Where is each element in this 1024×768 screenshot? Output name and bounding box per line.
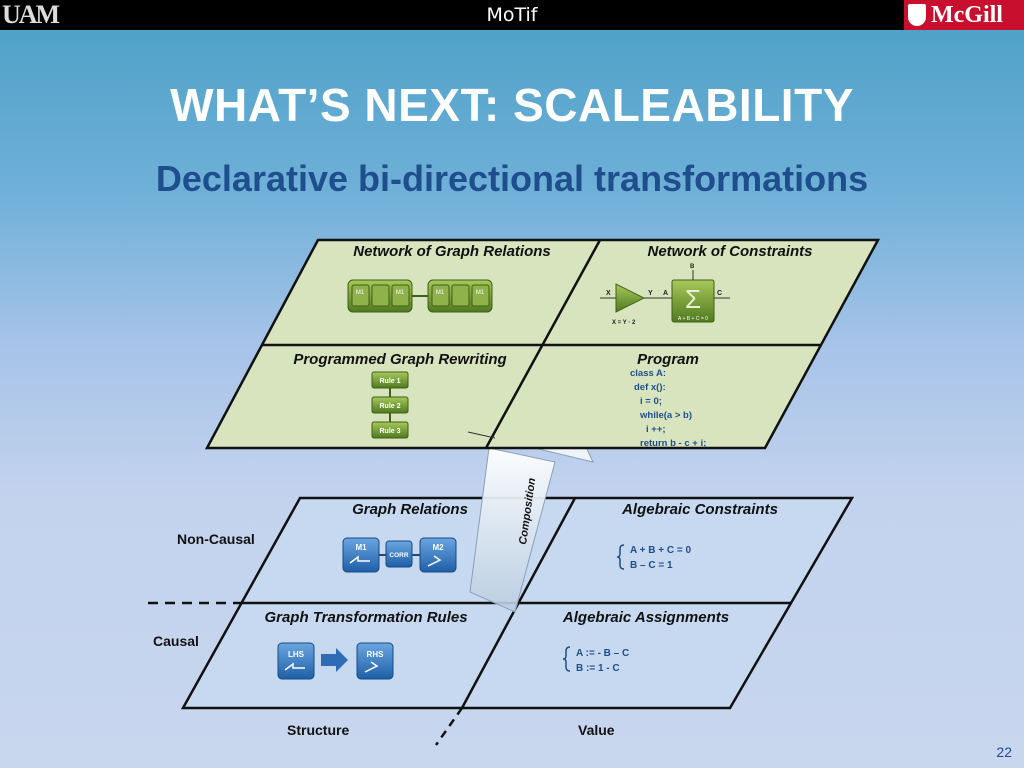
lhs-label: LHS bbox=[288, 650, 305, 659]
bottom-q1-title: Graph Relations bbox=[352, 501, 468, 518]
graph-box-label-2: M1 bbox=[396, 290, 405, 296]
m2-label: M2 bbox=[432, 543, 444, 552]
constraint-a-label: A bbox=[663, 290, 668, 297]
assignment-2: B := 1 - C bbox=[576, 663, 620, 674]
program-line-5: i ++; bbox=[646, 424, 666, 435]
rhs-label: RHS bbox=[367, 650, 385, 659]
rule-2-label: Rule 2 bbox=[379, 403, 400, 410]
rule-1-label: Rule 1 bbox=[379, 378, 400, 385]
shield-icon bbox=[908, 4, 926, 26]
bottom-q3-title: Graph Transformation Rules bbox=[264, 609, 467, 626]
top-q3-title: Programmed Graph Rewriting bbox=[293, 351, 506, 368]
sigma-icon: Σ bbox=[685, 284, 701, 314]
graph-box-label-4: M1 bbox=[476, 290, 485, 296]
lhs-box bbox=[277, 642, 315, 680]
mcgill-logo-text: McGill bbox=[931, 1, 1003, 28]
header-title: MoTif bbox=[486, 4, 538, 26]
graph-box-label-3: M1 bbox=[436, 290, 445, 296]
right-arrow-icon bbox=[321, 648, 348, 672]
rule-3-label: Rule 3 bbox=[379, 428, 400, 435]
corr-label: CORR bbox=[389, 552, 408, 559]
value-label: Value bbox=[578, 722, 615, 738]
graph-box-label-1: M1 bbox=[356, 290, 365, 296]
bottom-q4-title: Algebraic Assignments bbox=[562, 609, 729, 626]
constraint-b-label: B bbox=[690, 264, 695, 270]
program-line-4: while(a > b) bbox=[639, 410, 692, 421]
assignment-1: A := - B – C bbox=[576, 648, 629, 659]
top-q2-title: Network of Constraints bbox=[647, 243, 812, 260]
program-line-6: return b - c + i; bbox=[640, 438, 706, 449]
constraint-c-label: C bbox=[717, 290, 722, 297]
non-causal-label: Non-Causal bbox=[177, 531, 255, 547]
constraint-y-label: Y bbox=[648, 290, 653, 297]
top-q1-title: Network of Graph Relations bbox=[353, 243, 551, 260]
top-bar: UAM MoTif McGill bbox=[0, 0, 1024, 30]
constraint-2: B – C = 1 bbox=[630, 560, 673, 571]
constraint-x-label: X bbox=[606, 290, 611, 297]
rhs-box bbox=[356, 642, 394, 680]
constraint-eq1-label: X = Y · 2 bbox=[612, 320, 636, 326]
m2-box bbox=[419, 537, 457, 573]
constraint-1: A + B + C = 0 bbox=[630, 545, 691, 556]
slide-title: WHAT’S NEXT: SCALEABILITY bbox=[170, 79, 854, 131]
causal-label: Causal bbox=[153, 633, 199, 649]
constraint-eq2-label: A + B + C = 0 bbox=[678, 316, 708, 322]
structure-label: Structure bbox=[287, 722, 350, 738]
program-line-1: class A: bbox=[630, 368, 666, 379]
top-q4-title: Program bbox=[637, 351, 699, 368]
program-line-2: def x(): bbox=[634, 382, 666, 393]
top-plane: Network of Graph Relations Network of Co… bbox=[204, 238, 881, 450]
slide-subtitle: Declarative bi-directional transformatio… bbox=[155, 158, 869, 199]
mcgill-logo: McGill bbox=[904, 0, 1024, 30]
bottom-q2-title: Algebraic Constraints bbox=[621, 501, 778, 518]
page-number: 22 bbox=[996, 744, 1012, 760]
rule-3-box bbox=[371, 421, 409, 439]
gain-icon bbox=[615, 283, 646, 313]
m1-label: M1 bbox=[355, 543, 367, 552]
uam-logo: UAM bbox=[2, 0, 60, 29]
program-line-3: i = 0; bbox=[640, 396, 662, 407]
